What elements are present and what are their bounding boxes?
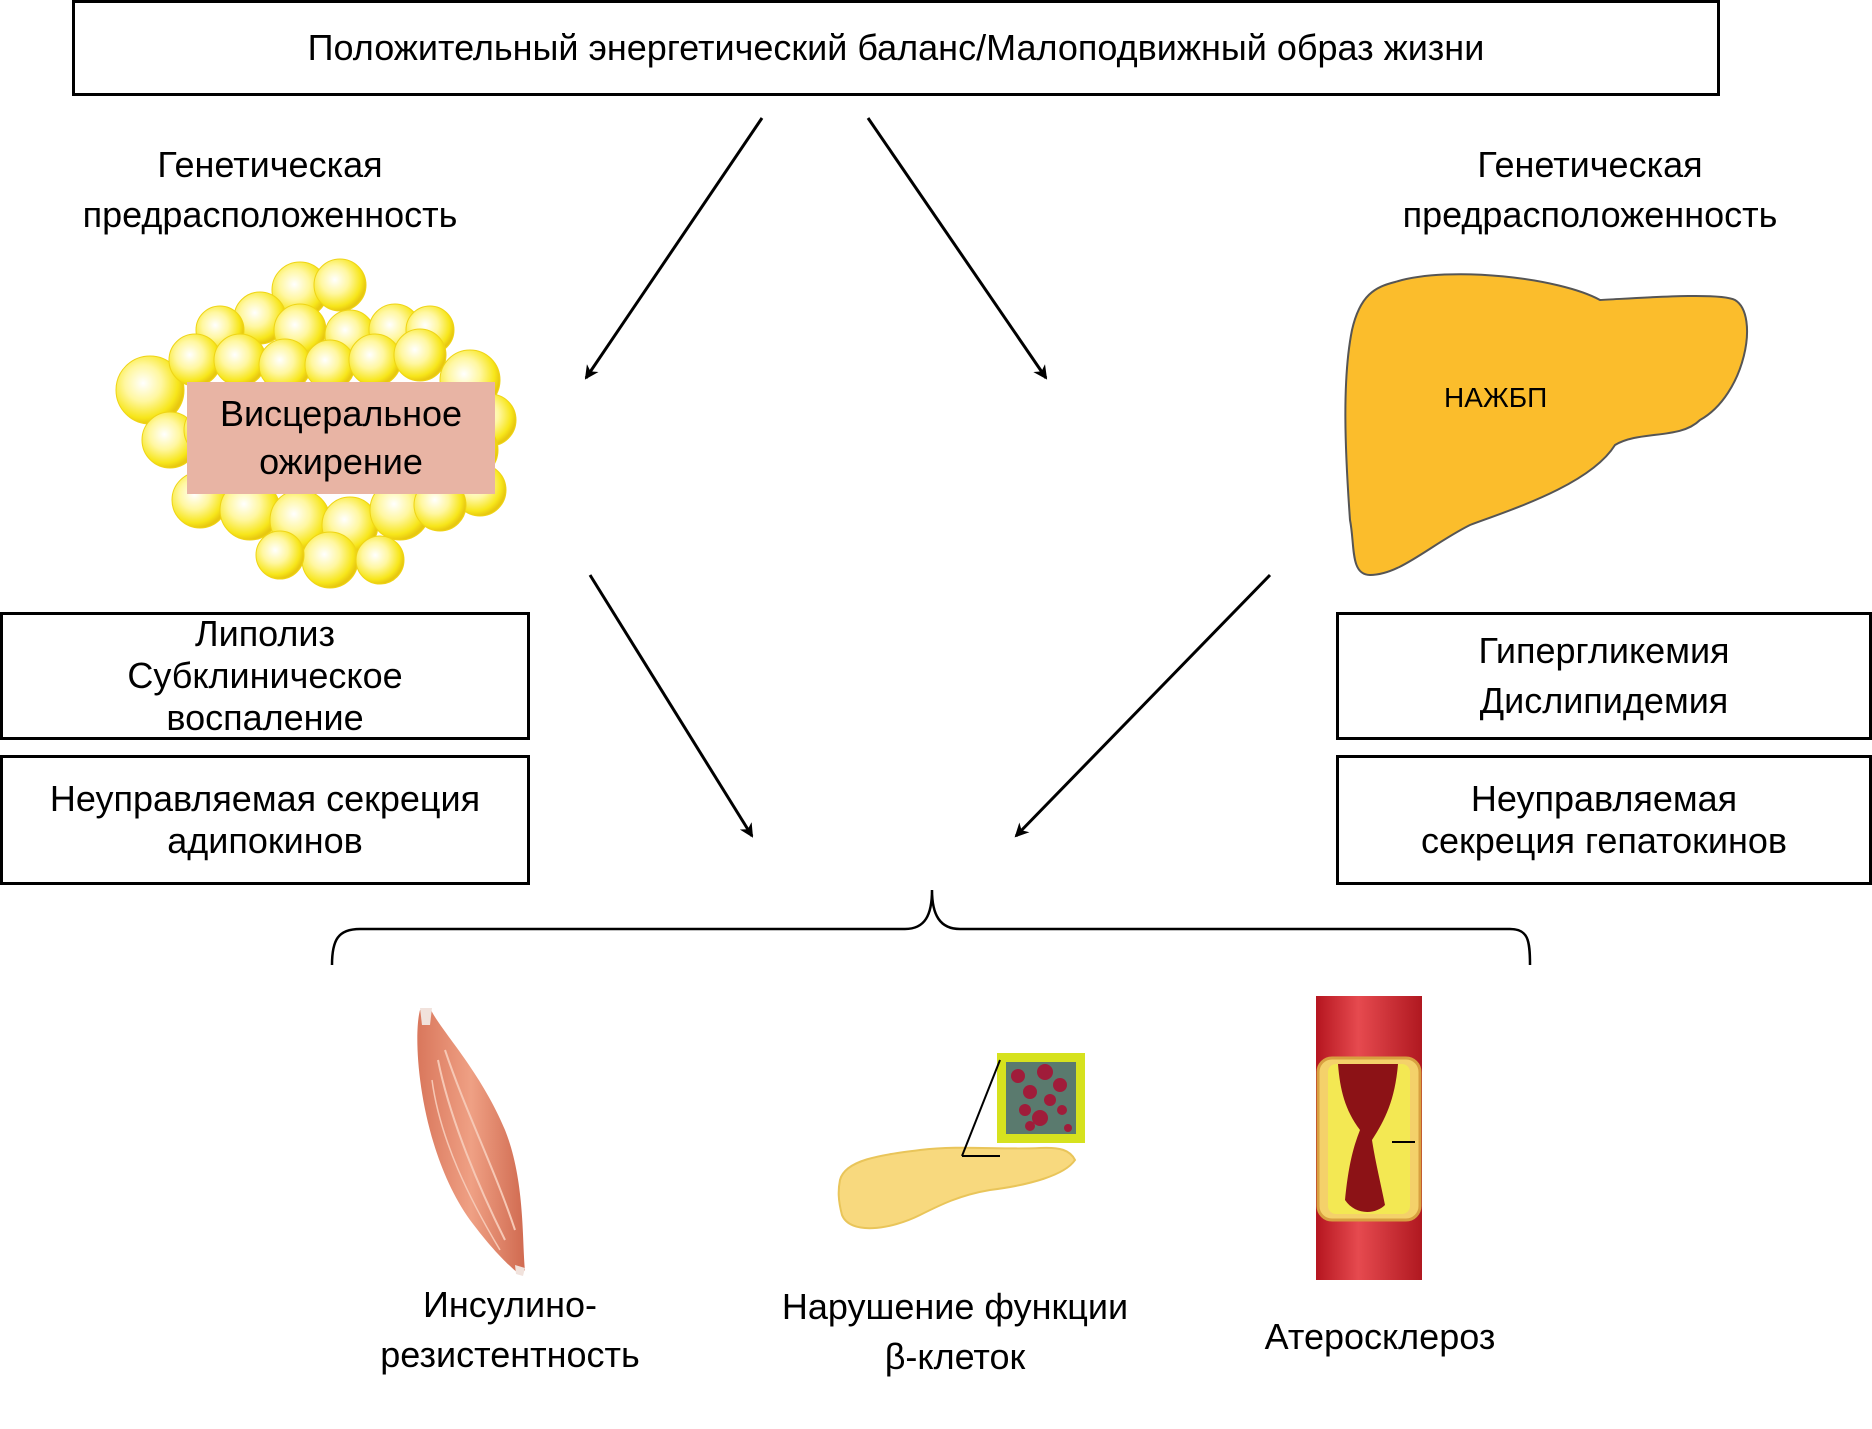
left-box1-line-2: Субклиническое [127, 655, 403, 696]
outcome-1-line-1: Инсулино- [423, 1284, 597, 1325]
right-box-hyperglycemia: Гипергликемия Дислипидемия [1336, 612, 1872, 740]
liver-icon [1344, 273, 1749, 577]
outcome-atherosclerosis: Атеросклероз [1220, 1312, 1540, 1362]
outcome-insulin-resistance: Инсулино- резистентность [330, 1280, 690, 1380]
left-box2-line-2: адипокинов [167, 820, 363, 861]
fat-cell [313, 258, 367, 312]
fat-cell [393, 328, 447, 382]
fat-cell [213, 333, 267, 387]
right-box2-line-2: секреция гепатокинов [1420, 820, 1788, 861]
title-box: Положительный энергетический баланс/Мало… [72, 0, 1720, 96]
right-predisposition-line-2: предрасположенность [1402, 194, 1778, 235]
pancreas-icon [837, 1053, 1085, 1230]
fat-cell [301, 531, 359, 589]
fat-cell [255, 530, 305, 580]
outcome-2-line-1: Нарушение функции [781, 1286, 1129, 1327]
right-box2-line-1: Неуправляемая [1470, 778, 1738, 819]
fat-cell [168, 333, 222, 387]
right-box1-line-1: Гипергликемия [1478, 630, 1730, 671]
left-box-lipolysis: Липолиз Субклиническое воспаление [0, 612, 530, 740]
visceral-line-1: Висцеральное [219, 393, 463, 434]
outcome-3-line-1: Атеросклероз [1264, 1316, 1496, 1357]
left-predisposition-line-1: Генетическая [157, 144, 383, 185]
left-box-adipokines: Неуправляемая секреция адипокинов [0, 755, 530, 885]
artery-icon [1316, 996, 1422, 1280]
fat-cell [355, 535, 405, 585]
visceral-obesity-label: Висцеральное ожирение [187, 382, 495, 494]
arrow-top-right [866, 117, 1048, 380]
outcome-beta-cell-dysfunction: Нарушение функции β-клеток [740, 1282, 1170, 1382]
right-predisposition-line-1: Генетическая [1477, 144, 1703, 185]
arrow-top-left [584, 117, 764, 380]
curly-brace [330, 889, 1532, 966]
right-box1-line-2: Дислипидемия [1479, 680, 1729, 721]
arrow-bottom-left [588, 574, 754, 838]
left-box2-line-1: Неуправляемая секреция [49, 778, 481, 819]
fat-cell [348, 333, 402, 387]
left-predisposition-label: Генетическая предрасположенность [40, 140, 500, 240]
left-box1-line-3: воспаление [166, 697, 364, 738]
left-predisposition-line-2: предрасположенность [82, 194, 458, 235]
arrow-bottom-right [1014, 573, 1272, 838]
right-box-hepatokines: Неуправляемая секреция гепатокинов [1336, 755, 1872, 885]
right-predisposition-label: Генетическая предрасположенность [1360, 140, 1820, 240]
visceral-line-2: ожирение [259, 441, 423, 482]
nafld-label: НАЖБП [1444, 382, 1548, 413]
outcome-1-line-2: резистентность [380, 1334, 640, 1375]
muscle-icon [417, 1008, 525, 1276]
left-box1-line-1: Липолиз [194, 613, 336, 654]
outcome-2-line-2: β-клеток [884, 1336, 1026, 1377]
title-text: Положительный энергетический баланс/Мало… [307, 27, 1485, 68]
